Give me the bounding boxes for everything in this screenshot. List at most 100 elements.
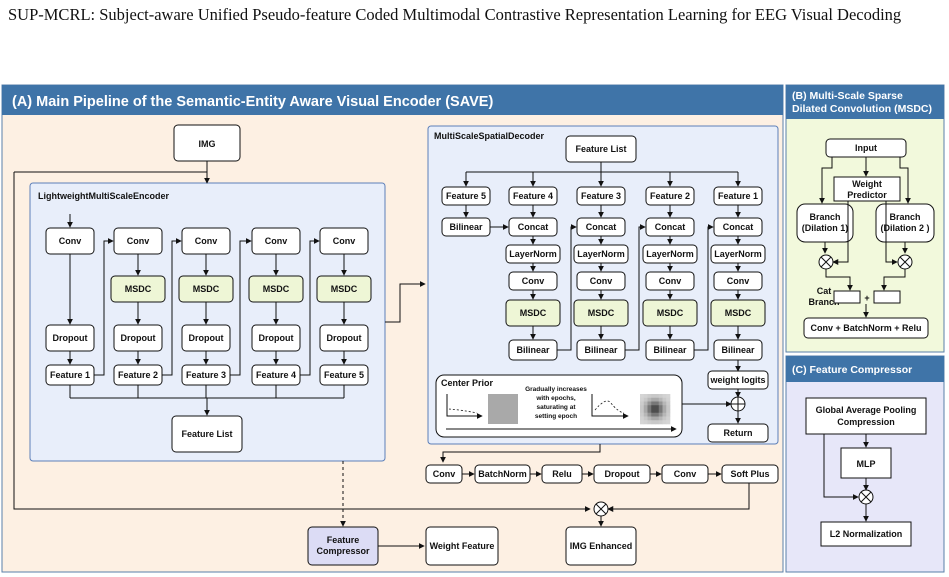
weight-predictor-label-1: Weight [852, 179, 882, 189]
decoder-columns: Feature 5 Feature 4 Feature 3 Feature 2 Feat… [441, 162, 766, 361]
dec-bilinear-2-label: Bilinear [584, 345, 618, 355]
enc-feature-2-label: Feature 2 [118, 370, 158, 380]
weight-predictor-label-2: Predictor [847, 190, 887, 200]
prior-image-flat [488, 394, 518, 424]
dec-msdc-4-label: MSDC [725, 308, 752, 318]
gap-label-1: Global Average Pooling [816, 405, 917, 415]
panel-b-header [786, 85, 944, 119]
enc-conv-3-label: Conv [195, 236, 218, 246]
dec-feature-4-label: Feature 2 [650, 191, 690, 201]
dec-concat-2-label: Concat [586, 222, 617, 232]
prior-note-2: with epochs, [535, 395, 576, 402]
enc-dropout-5-label: Dropout [327, 333, 362, 343]
gap-label-2: Compression [837, 417, 895, 427]
enc-msdc-2-label: MSDC [125, 284, 152, 294]
dec-feature-3-label: Feature 3 [581, 191, 621, 201]
img-skip-line [13, 172, 591, 512]
paper-title: SUP-MCRL: Subject-aware Unified Pseudo-f… [8, 5, 902, 24]
dec-msdc-3-label: MSDC [657, 308, 684, 318]
encoder-feature-list-box [171, 415, 243, 453]
enc-msdc-3-label: MSDC [193, 284, 220, 294]
mlp-box [840, 447, 892, 479]
dec-concat-3-label: Concat [655, 222, 686, 232]
enc-feature-1-label: Feature 1 [50, 370, 90, 380]
feature-compressor-label-1: Feature [327, 535, 360, 545]
gap-compression-box [805, 397, 927, 435]
center-prior-title: Center Prior [441, 378, 494, 388]
dec-feature-5-label: Feature 1 [718, 191, 758, 201]
cat-plus: + [864, 293, 869, 303]
branch2-label-1: Branch [889, 212, 920, 222]
dec-layernorm-4-label: LayerNorm [714, 249, 762, 259]
encoder-feature-list-label: Feature List [181, 429, 232, 439]
weight-feature-box [425, 526, 499, 566]
encoder-title: LightweightMultiScaleEncoder [38, 191, 170, 201]
branch2-label-2: (Dilation 2 ) [881, 223, 930, 233]
enc-conv-2-label: Conv [127, 236, 150, 246]
chain-step-6-box [721, 464, 779, 484]
dec-concat-1-label: Concat [518, 222, 549, 232]
chain-step-4-label: Dropout [605, 469, 640, 479]
return-box [707, 423, 769, 443]
return-label: Return [724, 428, 753, 438]
enc-feature-3-label: Feature 3 [186, 370, 226, 380]
enc-dropout-3-label: Dropout [189, 333, 224, 343]
img-enhanced-label: IMG Enhanced [570, 541, 633, 551]
cat-label-1: Cat [817, 286, 832, 296]
panel-b-title-2: Dilated Convolution (MSDC) [792, 103, 932, 115]
mlp-label: MLP [857, 459, 876, 469]
dec-layernorm-3-label: LayerNorm [646, 249, 694, 259]
enc-conv-5-label: Conv [333, 236, 356, 246]
weight-predictor-box [833, 176, 901, 202]
dec-bilinear-4-label: Bilinear [721, 345, 755, 355]
dec-conv-1-label: Conv [522, 276, 545, 286]
branch1-label-2: (Dilation 1) [802, 223, 849, 233]
dec-msdc-2-label: MSDC [588, 308, 615, 318]
enc-dropout-4-label: Dropout [259, 333, 294, 343]
dec-feature-2-label: Feature 4 [513, 191, 553, 201]
img-enhanced-box [565, 526, 637, 566]
panel-a-header [2, 85, 783, 115]
prior-axis-left [446, 394, 483, 419]
l2-normalization-box [820, 521, 912, 547]
dec-bilinear-3-label: Bilinear [653, 345, 687, 355]
panel-c-header [786, 356, 944, 382]
decoder-title: MultiScaleSpatialDecoder [434, 131, 545, 141]
dec-concat-4-label: Concat [723, 222, 754, 232]
img-label: IMG [199, 139, 216, 149]
weight-logits-label: weight logits [710, 375, 766, 385]
dec-bilinear-1-label: Bilinear [516, 345, 550, 355]
enc-dropout-2-label: Dropout [121, 333, 156, 343]
dec-layernorm-2-label: LayerNorm [577, 249, 625, 259]
dec-conv-4-label: Conv [727, 276, 750, 286]
chain-step-6-label: Soft Plus [730, 469, 769, 479]
enc-feature-5-label: Feature 5 [324, 370, 364, 380]
dec-msdc-1-label: MSDC [520, 308, 547, 318]
prior-note-1: Gradually increases [525, 386, 587, 393]
enc-feature-4-label: Feature 4 [256, 370, 296, 380]
encoder-to-decoder-line [385, 281, 426, 323]
enc-conv-1-label: Conv [59, 236, 82, 246]
conv-bn-relu-box [803, 317, 929, 339]
enc-conv-4-label: Conv [265, 236, 288, 246]
prior-note-4: setting epoch [535, 413, 577, 420]
dec-layernorm-1-label: LayerNorm [509, 249, 557, 259]
decoder-to-chain-line [440, 444, 601, 463]
dec-bilinear-first-label: Bilinear [449, 222, 483, 232]
conv-bn-relu-label: Conv + BatchNorm + Relu [810, 323, 921, 333]
feature-compressor-label-2: Compressor [316, 546, 370, 556]
dec-conv-3-label: Conv [659, 276, 682, 286]
cat-label-2: Branch [808, 297, 839, 307]
panel-c-title: (C) Feature Compressor [792, 364, 912, 376]
decoder-feature-list-label: Feature List [575, 144, 626, 154]
panel-a-title: (A) Main Pipeline of the Semantic-Entity… [12, 94, 493, 110]
dec-conv-2-label: Conv [590, 276, 613, 286]
cat-slot-2 [873, 290, 901, 304]
msdc-input-label: Input [855, 143, 877, 153]
dec-feature-1-label: Feature 5 [446, 191, 486, 201]
branch1-label-1: Branch [809, 212, 840, 222]
chain-step-3-label: Relu [552, 469, 572, 479]
